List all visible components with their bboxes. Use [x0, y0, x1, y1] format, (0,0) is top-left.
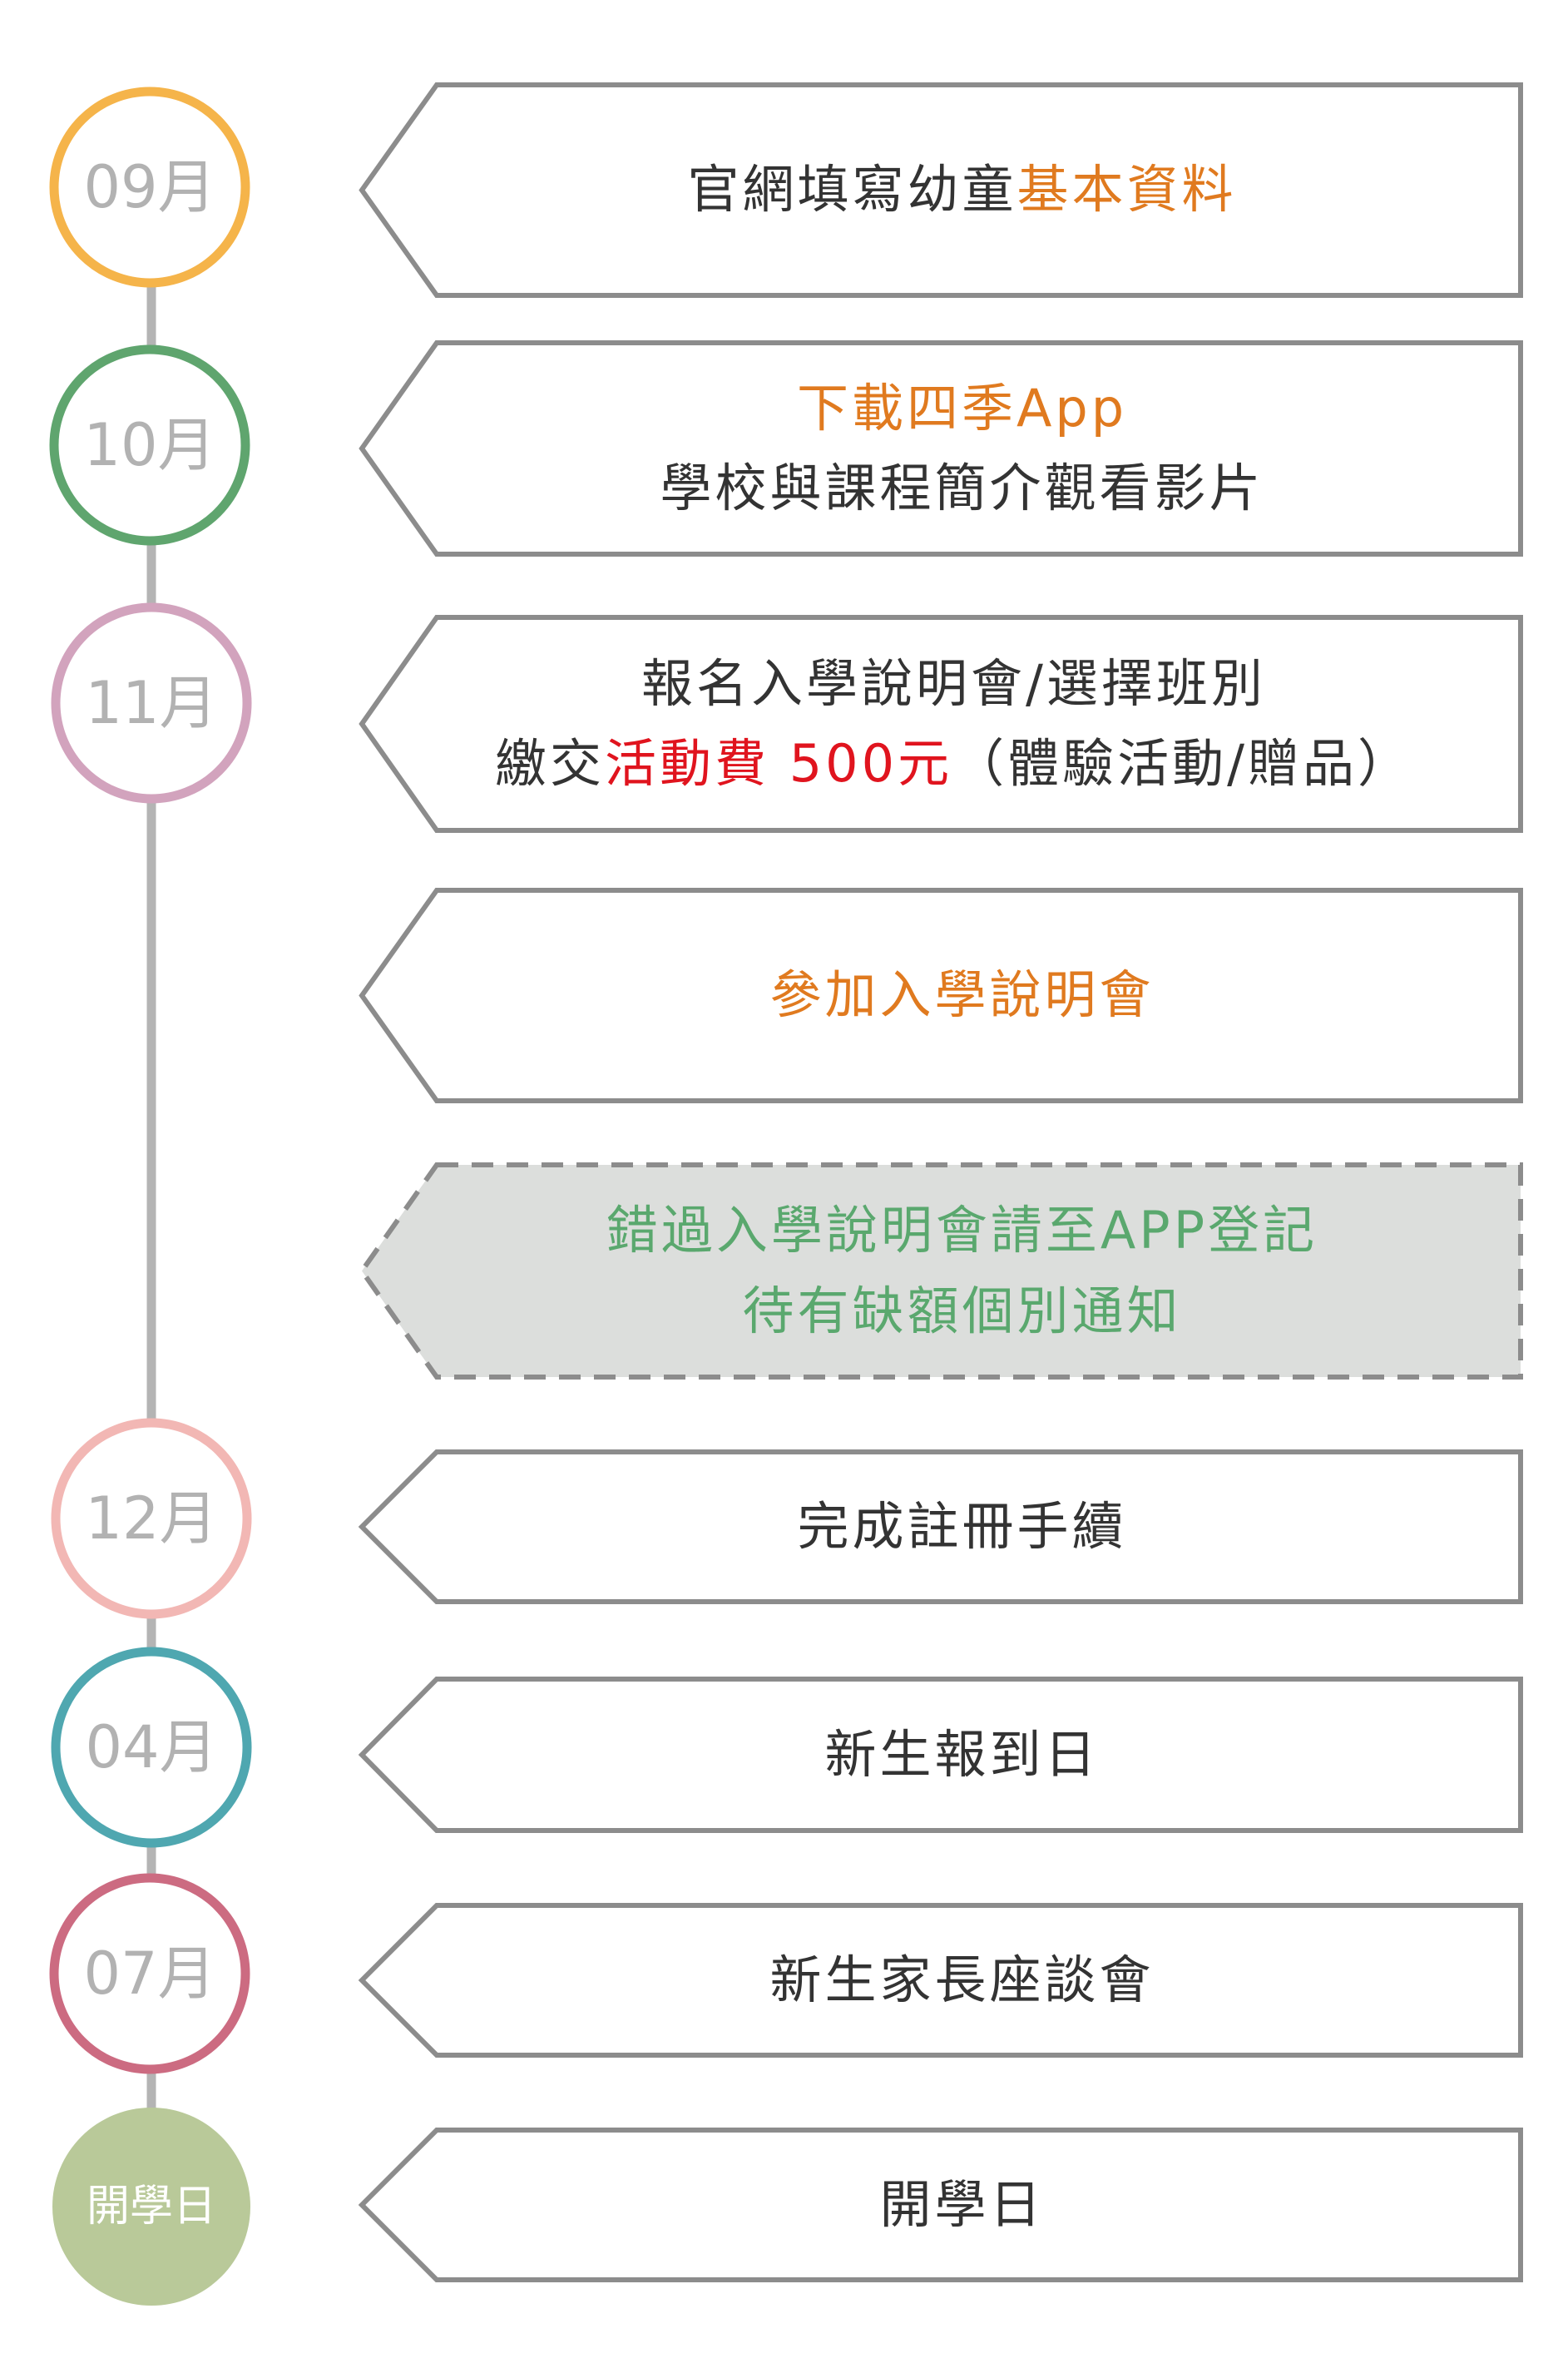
step-arrow-box — [359, 82, 1523, 298]
step-label-segment: 下載四季App — [796, 377, 1128, 438]
step-arrow-box — [358, 1449, 1523, 1604]
step-label-segment: 錯過入學說明會請至APP登記 — [606, 1200, 1318, 1261]
step-label-segment: 活動費 500元 — [605, 733, 953, 794]
step-arrow-box — [359, 615, 1523, 833]
step-label: 完成註冊手續 — [428, 1452, 1496, 1602]
step-arrow-box — [359, 340, 1523, 557]
step-arrow-box — [359, 888, 1523, 1103]
step-label-line: 報名入學說明會/選擇班別 — [641, 644, 1266, 724]
step-label-segment: 繳交 — [495, 733, 606, 794]
step-label-line: 新生報到日 — [824, 1715, 1099, 1795]
step-label-segment: 學校與課程簡介觀看影片 — [660, 458, 1264, 518]
step-arrow-box — [358, 1903, 1523, 2058]
step-label: 新生報到日 — [428, 1679, 1496, 1831]
month-label: 11月 — [85, 669, 217, 737]
step-label-line: 新生家長座談會 — [769, 1940, 1154, 2020]
month-circle — [49, 1873, 250, 2074]
step-label-line: 繳交活動費 500元（體驗活動/贈品） — [495, 724, 1412, 804]
step-label-line: 下載四季App — [797, 369, 1127, 448]
month-circle — [49, 344, 250, 546]
step-label-segment: 完成註冊手續 — [797, 1495, 1127, 1557]
step-label: 新生家長座談會 — [428, 1905, 1496, 2055]
step-label-segment: 待有缺額個別通知 — [742, 1280, 1182, 1341]
month-circle — [52, 2108, 250, 2306]
step-label-line: 錯過入學說明會請至APP登記 — [606, 1191, 1318, 1271]
month-circle — [51, 602, 252, 804]
month-circle — [51, 1418, 252, 1619]
step-label: 錯過入學說明會請至APP登記待有缺額個別通知 — [428, 1165, 1496, 1377]
step-label-segment: 報名入學說明會/選擇班別 — [641, 652, 1266, 714]
step-label-line: 參加入學說明會 — [769, 955, 1154, 1035]
step-label-segment: 參加入學說明會 — [769, 964, 1155, 1026]
step-label-segment: 新生家長座談會 — [769, 1949, 1155, 2010]
step-label: 下載四季App 學校與課程簡介觀看影片 — [428, 343, 1496, 554]
step-label-line: 完成註冊手續 — [797, 1487, 1126, 1567]
month-label: 07月 — [83, 1940, 215, 2008]
step-label-line: 官網填寫幼童基本資料 — [687, 150, 1236, 230]
step-label: 報名入學說明會/選擇班別繳交活動費 500元（體驗活動/贈品） — [412, 617, 1496, 830]
step-label: 開學日 — [428, 2130, 1496, 2280]
step-label: 官網填寫幼童基本資料 — [428, 85, 1496, 295]
step-label-segment: 官網填寫幼童 — [687, 159, 1017, 220]
month-circle — [51, 1647, 252, 1848]
month-label: 開學日 — [87, 2182, 216, 2232]
step-label-segment: 開學日 — [879, 2173, 1045, 2235]
step-arrow-box — [358, 1677, 1523, 1833]
step-label-line: 開學日 — [879, 2165, 1044, 2245]
month-label: 04月 — [85, 1713, 217, 1781]
month-label: 12月 — [85, 1484, 217, 1553]
month-circle — [49, 87, 250, 288]
step-label: 參加入學說明會 — [428, 890, 1496, 1101]
step-label-line: 待有缺額個別通知 — [742, 1271, 1181, 1351]
month-label: 09月 — [83, 153, 215, 221]
step-label-segment: 基本資料 — [1016, 159, 1237, 220]
step-arrow-box — [358, 2128, 1523, 2282]
step-label-segment: 新生報到日 — [824, 1723, 1100, 1785]
step-label-line: 學校與課程簡介觀看影片 — [660, 448, 1264, 528]
step-label-segment: （體驗活動/贈品） — [952, 733, 1412, 794]
month-label: 10月 — [83, 411, 215, 479]
step-arrow-box-dashed — [359, 1162, 1523, 1380]
